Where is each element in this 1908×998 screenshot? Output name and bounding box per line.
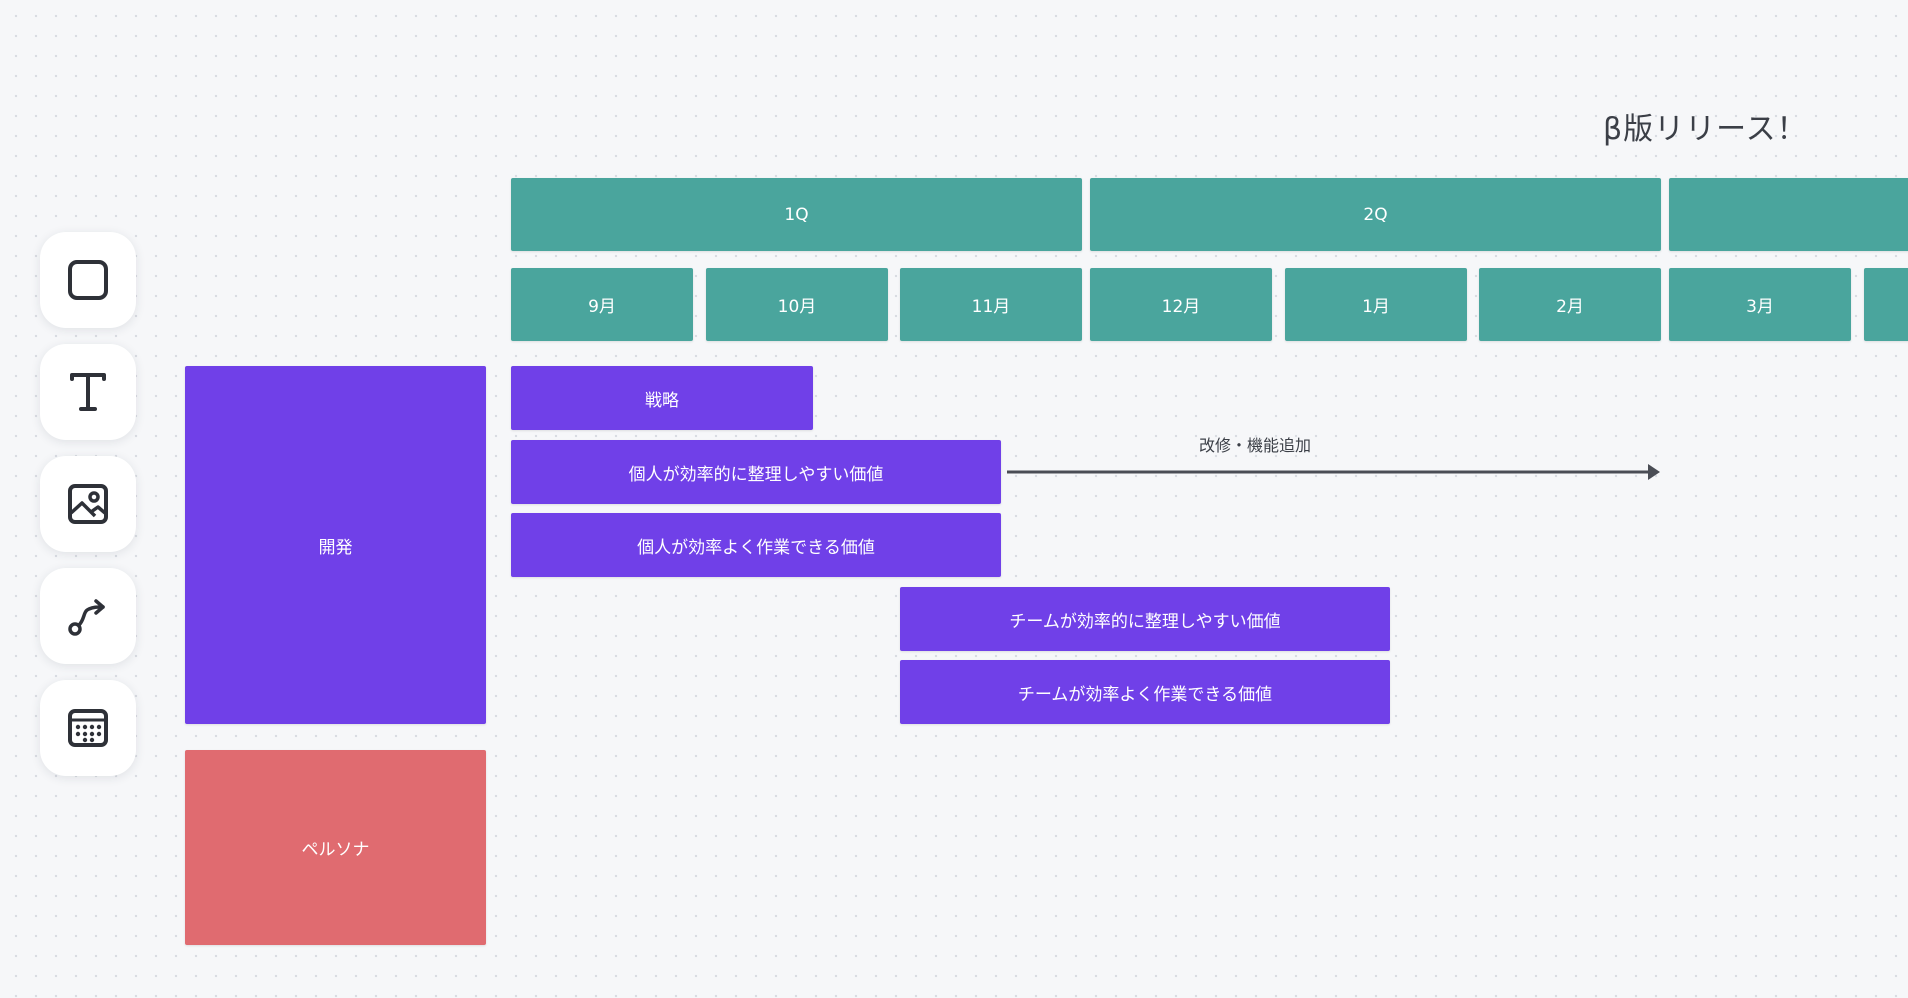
month-header[interactable]: 10月 [706, 268, 888, 341]
image-icon [68, 484, 108, 524]
arrow-connector[interactable] [1005, 460, 1665, 484]
text-t-icon [70, 373, 106, 411]
month-header[interactable] [1864, 268, 1908, 341]
task-personal-work[interactable]: 個人が効率よく作業できる価値 [511, 513, 1001, 577]
connector-arrow-icon [68, 599, 105, 636]
quarter-header[interactable]: 2Q [1090, 178, 1661, 251]
image-tool-button[interactable] [40, 456, 136, 552]
quarter-header[interactable] [1669, 178, 1908, 251]
month-header[interactable]: 3月 [1669, 268, 1851, 341]
quarter-header[interactable]: 1Q [511, 178, 1082, 251]
connector-tool-button[interactable] [40, 568, 136, 664]
task-team-work[interactable]: チームが効率よく作業できる価値 [900, 660, 1390, 724]
task-personal-organize[interactable]: 個人が効率的に整理しやすい価値 [511, 440, 1001, 504]
milestone-label[interactable]: β版リリース！ [1603, 112, 1808, 147]
month-header[interactable]: 11月 [900, 268, 1082, 341]
shape-tool-button[interactable] [40, 232, 136, 328]
month-header[interactable]: 12月 [1090, 268, 1272, 341]
task-strategy[interactable]: 戦略 [511, 366, 813, 430]
row-label-dev[interactable]: 開発 [185, 366, 486, 724]
text-tool-button[interactable] [40, 344, 136, 440]
month-header[interactable]: 9月 [511, 268, 693, 341]
table-tool-button[interactable] [40, 680, 136, 776]
table-grid-icon [68, 709, 108, 747]
arrow-label[interactable]: 改修・機能追加 [1198, 436, 1311, 455]
task-team-organize[interactable]: チームが効率的に整理しやすい価値 [900, 587, 1390, 651]
row-label-persona[interactable]: ペルソナ [185, 750, 486, 945]
rounded-square-icon [68, 260, 108, 300]
month-header[interactable]: 2月 [1479, 268, 1661, 341]
month-header[interactable]: 1月 [1285, 268, 1467, 341]
